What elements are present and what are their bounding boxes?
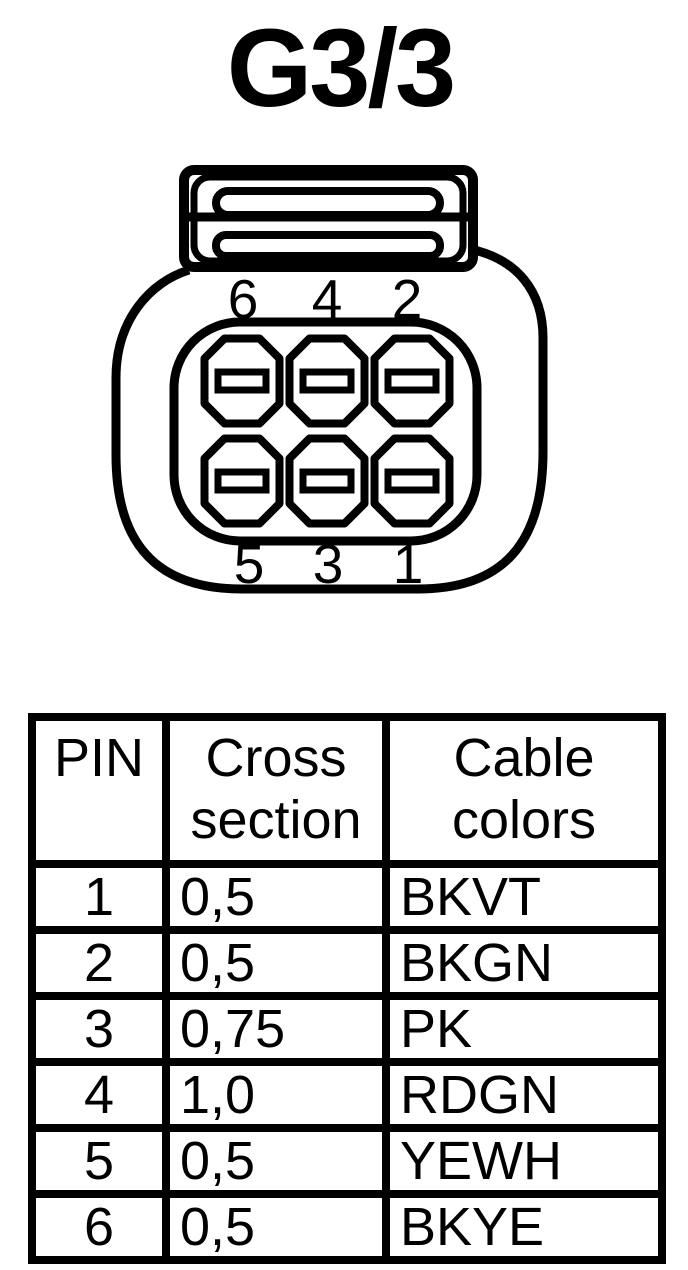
pin-label-2: 2 xyxy=(392,268,423,330)
pin-4 xyxy=(290,339,365,424)
table-row: 6 0,5 BKYE xyxy=(28,1190,666,1264)
connector-diagram: 6 4 2 5 3 1 xyxy=(111,165,548,595)
cross-cell: 0,5 xyxy=(162,1190,390,1264)
cross-cell: 0,5 xyxy=(162,926,390,1000)
table-row: 2 0,5 BKGN xyxy=(28,926,666,1000)
table-header-row: PIN Cross section Cable colors xyxy=(28,713,666,868)
header-cross-section: Cross section xyxy=(162,713,390,868)
pin-label-1: 1 xyxy=(393,533,424,595)
table-row: 3 0,75 PK xyxy=(28,992,666,1066)
cable-cell: BKGN xyxy=(382,926,666,1000)
cable-cell: BKVT xyxy=(382,860,666,934)
pin-cell: 2 xyxy=(28,926,170,1000)
header-pin: PIN xyxy=(28,713,170,868)
cable-cell: PK xyxy=(382,992,666,1066)
pin-cell: 6 xyxy=(28,1190,170,1264)
tab-slot-upper xyxy=(212,187,444,219)
table-row: 4 1,0 RDGN xyxy=(28,1058,666,1132)
pin-6 xyxy=(205,339,280,424)
cable-cell: BKYE xyxy=(382,1190,666,1264)
pin-5 xyxy=(205,439,280,524)
cross-cell: 1,0 xyxy=(162,1058,390,1132)
pin-cell: 1 xyxy=(28,860,170,934)
pin-3 xyxy=(290,439,365,524)
pinout-table: PIN Cross section Cable colors 1 0,5 BKV… xyxy=(28,713,666,1264)
tab-slot-lower xyxy=(212,231,444,260)
cable-cell: RDGN xyxy=(382,1058,666,1132)
page-title: G3/3 xyxy=(226,7,456,130)
pin-cell: 5 xyxy=(28,1124,170,1198)
pin-1 xyxy=(375,439,450,524)
pin-cell: 3 xyxy=(28,992,170,1066)
cable-cell: YEWH xyxy=(382,1124,666,1198)
pin-label-6: 6 xyxy=(228,268,259,330)
pin-label-5: 5 xyxy=(234,533,265,595)
header-cable-colors: Cable colors xyxy=(382,713,666,868)
table-row: 5 0,5 YEWH xyxy=(28,1124,666,1198)
pin-label-3: 3 xyxy=(313,533,344,595)
pin-label-4: 4 xyxy=(312,268,343,330)
pin-cell: 4 xyxy=(28,1058,170,1132)
pin-2 xyxy=(375,339,450,424)
cross-cell: 0,5 xyxy=(162,1124,390,1198)
cross-cell: 0,5 xyxy=(162,860,390,934)
connector-lock-tab xyxy=(179,165,478,272)
cross-cell: 0,75 xyxy=(162,992,390,1066)
table-row: 1 0,5 BKVT xyxy=(28,860,666,934)
